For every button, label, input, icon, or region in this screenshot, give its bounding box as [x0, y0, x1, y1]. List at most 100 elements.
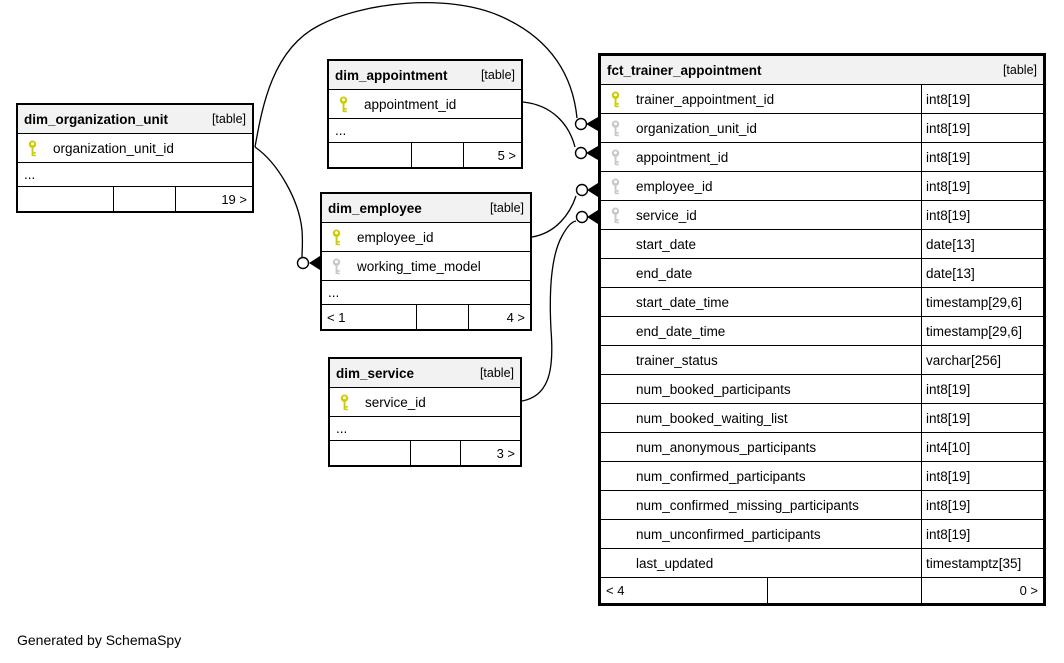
table-type-tag: [table] [479, 366, 514, 380]
table-type-tag: [table] [1002, 63, 1037, 77]
table-header[interactable]: dim_appointment[table] [329, 61, 521, 89]
table-header[interactable]: dim_service [table] [330, 359, 520, 387]
footer-children-count: 0 > [1019, 583, 1038, 598]
table-name: dim_service [336, 365, 415, 381]
table-type-tag: [table] [489, 201, 524, 215]
column-row-employee_id: employee_id int8[19] [601, 171, 1043, 200]
table-footer: 5 > [329, 142, 521, 167]
footer-parents-count [329, 143, 412, 167]
column-name: start_date [636, 236, 697, 252]
table-dim_employee[interactable]: dim_employee[table] employee_id working_ti… [320, 192, 532, 331]
column-row-trainer_status: trainer_status varchar[256] [601, 345, 1043, 374]
zero-cardinality-icon [575, 183, 589, 197]
more-columns-ellipsis: ... [322, 280, 530, 304]
column-type: date[13] [921, 230, 1043, 258]
primary-key-icon [330, 394, 365, 411]
footer-middle-cell [417, 305, 469, 329]
footer-middle-cell [114, 187, 176, 211]
column-name: num_booked_waiting_list [636, 410, 788, 426]
table-header[interactable]: dim_organization_unit [table] [18, 105, 252, 133]
column-name: num_anonymous_participants [636, 439, 817, 455]
column-name: appointment_id [636, 149, 729, 165]
column-name: organization_unit_id [636, 120, 757, 136]
relationship-line-org-to-employee [254, 146, 304, 258]
foreign-key-icon [601, 178, 636, 195]
primary-key-icon [18, 140, 53, 157]
column-row-end_date_time: end_date_time timestamp[29,6] [601, 316, 1043, 345]
footer-children-count: 5 > [497, 147, 516, 163]
column-type: int8[19] [921, 172, 1043, 200]
column-type: int8[19] [921, 114, 1043, 142]
zero-cardinality-icon [574, 146, 588, 160]
table-type-tag: [table] [211, 112, 246, 126]
footer-children-count: 3 > [496, 445, 515, 461]
primary-key-icon [329, 96, 364, 113]
footer-parents-count [18, 187, 114, 211]
column-type: int8[19] [921, 85, 1043, 113]
column-type: timestamp[29,6] [921, 317, 1043, 345]
column-type: int8[19] [921, 404, 1043, 432]
footer-children-count: 19 > [221, 191, 247, 207]
table-header[interactable]: fct_trainer_appointment[table] [601, 56, 1043, 84]
column-name: num_confirmed_missing_participants [636, 497, 859, 513]
arrowhead-icon [309, 256, 320, 270]
column-row-appointment_id: appointment_id [329, 89, 521, 118]
arrowhead-icon [586, 146, 598, 160]
column-row-start_date: start_date date[13] [601, 229, 1043, 258]
column-type: int8[19] [921, 375, 1043, 403]
column-name: trainer_status [636, 352, 718, 368]
footer-parents-count [330, 441, 411, 465]
arrowhead-icon [586, 117, 598, 131]
column-row-working_time_model: working_time_model [322, 251, 530, 280]
column-row-num_booked_participants: num_booked_participants int8[19] [601, 374, 1043, 403]
footer-middle-cell [411, 441, 461, 465]
column-type: int8[19] [921, 520, 1043, 548]
relationship-line-employee-to-fct [531, 195, 577, 238]
column-type: timestamptz[35] [921, 549, 1043, 577]
foreign-key-icon [322, 258, 357, 275]
zero-cardinality-icon [575, 210, 589, 224]
primary-key-icon [322, 229, 357, 246]
table-footer: 3 > [330, 440, 520, 465]
footer-middle-cell [412, 143, 464, 167]
relationship-line-appointment-to-fct [522, 101, 576, 148]
column-name: trainer_appointment_id [636, 91, 775, 107]
column-row-num_anonymous_participants: num_anonymous_participants int4[10] [601, 432, 1043, 461]
column-type: int8[19] [921, 491, 1043, 519]
table-footer: 19 > [18, 186, 252, 211]
column-name: organization_unit_id [53, 140, 174, 156]
column-name: end_date_time [636, 323, 726, 339]
column-type: date[13] [921, 259, 1043, 287]
column-row-service_id: service_id [330, 387, 520, 416]
primary-key-icon [601, 91, 636, 108]
column-type: varchar[256] [921, 346, 1043, 374]
table-dim_appointment[interactable]: dim_appointment[table]appointment_id...5… [327, 59, 523, 169]
zero-cardinality-icon [296, 256, 310, 270]
column-row-num_confirmed_missing_participants: num_confirmed_missing_participants int8[1… [601, 490, 1043, 519]
column-type: int8[19] [921, 143, 1043, 171]
table-name: dim_organization_unit [24, 111, 169, 127]
table-dim_organization_unit[interactable]: dim_organization_unit [table] organization… [16, 103, 254, 213]
column-type: int4[10] [921, 433, 1043, 461]
table-dim_service[interactable]: dim_service[table]service_id...3 > [328, 357, 522, 467]
column-name: num_booked_participants [636, 381, 791, 397]
column-name: service_id [636, 207, 697, 223]
footer-parents-count: < 1 [322, 305, 417, 329]
column-row-organization_unit_id: organization_unit_id int8[19] [601, 113, 1043, 142]
column-name: employee_id [636, 178, 713, 194]
table-name: dim_appointment [335, 67, 448, 83]
column-name: end_date [636, 265, 693, 281]
arrowhead-icon [587, 210, 598, 224]
table-fct_trainer_appointment[interactable]: fct_trainer_appointment[table]trainer_ap… [598, 53, 1046, 606]
table-header[interactable]: dim_employee[table] [322, 194, 530, 222]
column-row-trainer_appointment_id: trainer_appointment_id int8[19] [601, 84, 1043, 113]
column-name: appointment_id [364, 96, 457, 112]
column-name: num_confirmed_participants [636, 468, 806, 484]
column-name: employee_id [357, 229, 434, 245]
